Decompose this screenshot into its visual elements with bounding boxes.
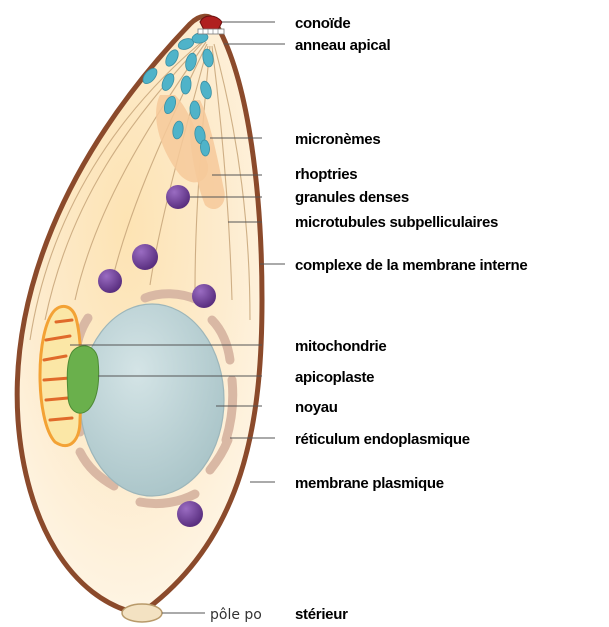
apical-ring: [198, 29, 224, 34]
posterior-pole: [122, 604, 162, 622]
label-endoplasmic-reticulum: réticulum endoplasmique: [295, 431, 470, 448]
label-posterior-pole-overlay: pôle po: [210, 607, 262, 623]
label-subpellicular-microtubules: microtubules subpelliculaires: [295, 214, 498, 231]
label-mitochondrion: mitochondrie: [295, 338, 386, 355]
conoid: [200, 16, 222, 30]
label-nucleus: noyau: [295, 399, 338, 416]
label-apicoplast: apicoplaste: [295, 369, 374, 386]
label-inner-membrane-complex: complexe de la membrane interne: [295, 257, 527, 274]
nucleus: [80, 304, 224, 496]
label-apical-ring: anneau apical: [295, 37, 390, 54]
label-dense-granules: granules denses: [295, 189, 409, 206]
label-conoide: conoïde: [295, 15, 350, 32]
label-micronemes: micronèmes: [295, 131, 380, 148]
label-plasma-membrane: membrane plasmique: [295, 475, 444, 492]
label-posterior-pole: stérieur: [295, 606, 348, 623]
label-rhoptries: rhoptries: [295, 166, 357, 183]
